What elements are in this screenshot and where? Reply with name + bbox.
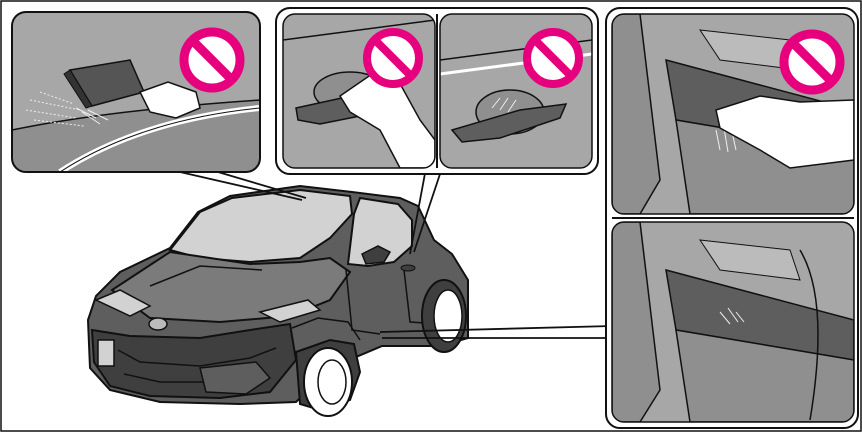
panel-roof-brush <box>12 12 260 172</box>
prohibited-icon <box>527 32 579 84</box>
panel-door-handle <box>276 8 598 174</box>
prohibited-icon <box>367 32 419 84</box>
prohibited-icon <box>184 32 240 88</box>
prohibited-icon <box>784 34 840 90</box>
car-front-wheel <box>304 348 352 416</box>
car-illustration <box>88 186 468 416</box>
car-emblem <box>149 318 167 330</box>
panel-door-sill <box>606 8 858 428</box>
